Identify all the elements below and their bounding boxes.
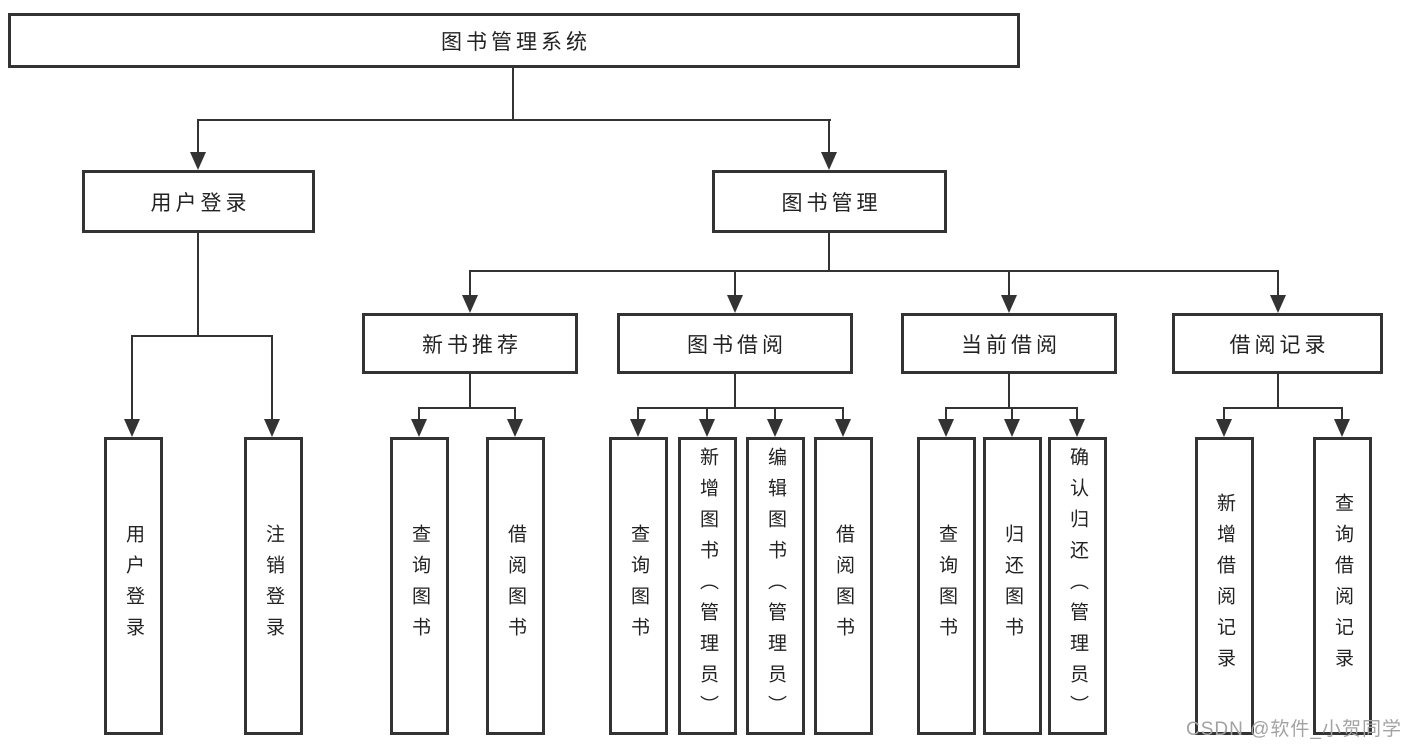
leaf-edit-book-admin: 编辑图书（管理员） [746, 437, 805, 735]
connector-line [945, 407, 947, 420]
leaf-query-borrow-record: 查询借阅记录 [1313, 437, 1372, 735]
arrowhead-down-icon [462, 295, 478, 313]
arrowhead-down-icon [1004, 419, 1020, 437]
leaf-borrow-books-recommend: 借阅图书 [486, 437, 545, 735]
arrowhead-down-icon [630, 419, 646, 437]
connector-line [469, 374, 471, 408]
arrowhead-down-icon [938, 419, 954, 437]
arrowhead-down-icon [264, 419, 280, 437]
arrowhead-down-icon [835, 419, 851, 437]
connector-line [131, 335, 133, 419]
leaf-confirm-return-admin: 确认归还（管理员） [1048, 437, 1107, 735]
connector-line [1341, 407, 1343, 420]
leaf-return-books: 归还图书 [983, 437, 1042, 735]
leaf-add-book-admin: 新增图书（管理员） [678, 437, 737, 735]
node-current-borrow: 当前借阅 [901, 313, 1117, 374]
node-book-borrow: 图书借阅 [617, 313, 853, 374]
connector-line [271, 335, 273, 419]
arrowhead-down-icon [1069, 419, 1085, 437]
leaf-query-books-recommend: 查询图书 [390, 437, 449, 735]
leaf-add-borrow-record: 新增借阅记录 [1195, 437, 1254, 735]
leaf-query-books-borrow: 查询图书 [609, 437, 668, 735]
connector-line [637, 407, 844, 409]
csdn-watermark: CSDN @软件_小贺同学 [1186, 719, 1402, 740]
arrowhead-down-icon [1270, 295, 1286, 313]
arrowhead-down-icon [1001, 295, 1017, 313]
arrowhead-down-icon [507, 419, 523, 437]
connector-line [1076, 407, 1078, 420]
connector-line [131, 335, 273, 337]
connector-line [469, 270, 1279, 272]
connector-line [1008, 270, 1010, 296]
node-library-system: 图书管理系统 [8, 13, 1020, 68]
connector-line [197, 233, 199, 336]
arrowhead-down-icon [190, 152, 206, 170]
connector-line [418, 407, 420, 420]
connector-line [1277, 270, 1279, 296]
leaf-user-login: 用户登录 [104, 437, 163, 735]
connector-line [706, 407, 708, 420]
arrowhead-down-icon [767, 419, 783, 437]
connector-line [637, 407, 639, 420]
node-borrow-records: 借阅记录 [1172, 313, 1383, 374]
connector-line [828, 233, 830, 271]
connector-line [197, 119, 199, 154]
node-user-login: 用户登录 [82, 170, 315, 233]
connector-line [842, 407, 844, 420]
connector-line [1277, 374, 1279, 408]
connector-line [198, 119, 831, 121]
node-new-book-recommend: 新书推荐 [362, 313, 578, 374]
node-book-management: 图书管理 [712, 170, 947, 233]
connector-line [828, 119, 830, 154]
connector-line [1011, 407, 1013, 420]
connector-line [512, 68, 514, 120]
connector-line [734, 374, 736, 408]
leaf-borrow-books: 借阅图书 [814, 437, 873, 735]
connector-line [418, 407, 516, 409]
connector-line [514, 407, 516, 420]
arrowhead-down-icon [1334, 419, 1350, 437]
connector-line [774, 407, 776, 420]
arrowhead-down-icon [699, 419, 715, 437]
arrowhead-down-icon [821, 152, 837, 170]
arrowhead-down-icon [1216, 419, 1232, 437]
connector-line [1008, 374, 1010, 408]
leaf-logout: 注销登录 [244, 437, 303, 735]
connector-line [1223, 407, 1225, 420]
arrowhead-down-icon [124, 419, 140, 437]
leaf-query-books-current: 查询图书 [917, 437, 976, 735]
connector-line [469, 270, 471, 296]
arrowhead-down-icon [727, 295, 743, 313]
connector-line [1223, 407, 1343, 409]
connector-line [734, 270, 736, 296]
arrowhead-down-icon [411, 419, 427, 437]
